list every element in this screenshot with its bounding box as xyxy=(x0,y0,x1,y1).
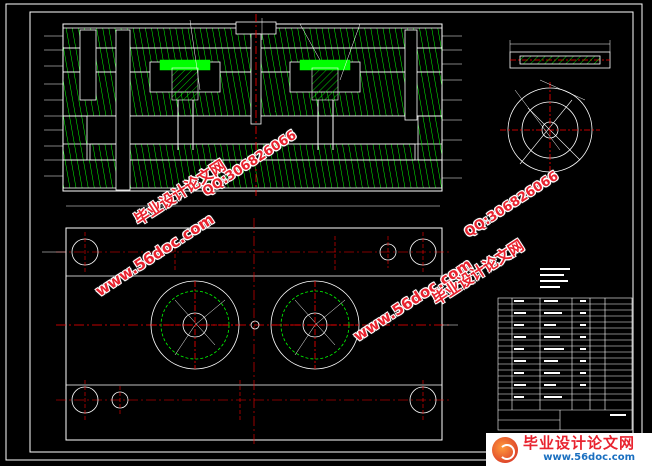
brand-url: www.56doc.com xyxy=(543,452,636,463)
title-block-text-marks xyxy=(514,300,626,416)
brand-badge: 毕业设计论文网 www.56doc.com xyxy=(486,433,652,466)
sheet-outer-border xyxy=(5,3,643,461)
leaders-right xyxy=(442,35,462,179)
title-block xyxy=(497,297,633,431)
cavity-right xyxy=(270,280,360,370)
sheet-inner-border xyxy=(29,11,634,453)
core-right xyxy=(311,67,339,101)
return-pin-right xyxy=(404,29,418,121)
guide-pillar-left xyxy=(79,29,97,101)
section-view xyxy=(44,14,462,196)
brand-name: 毕业设计论文网 xyxy=(523,434,636,452)
leaders-left xyxy=(44,35,63,177)
part-detail-view xyxy=(500,40,611,180)
brand-logo-icon xyxy=(492,436,518,463)
leaders-top xyxy=(189,18,361,91)
support-block-right xyxy=(417,115,443,161)
support-block-left xyxy=(62,115,88,161)
guide-pillar-right xyxy=(115,29,131,191)
technical-notes xyxy=(540,268,570,288)
sprue-mark xyxy=(250,320,260,330)
plan-view xyxy=(42,205,458,446)
cavity-left xyxy=(150,280,240,370)
core-left xyxy=(171,67,199,101)
